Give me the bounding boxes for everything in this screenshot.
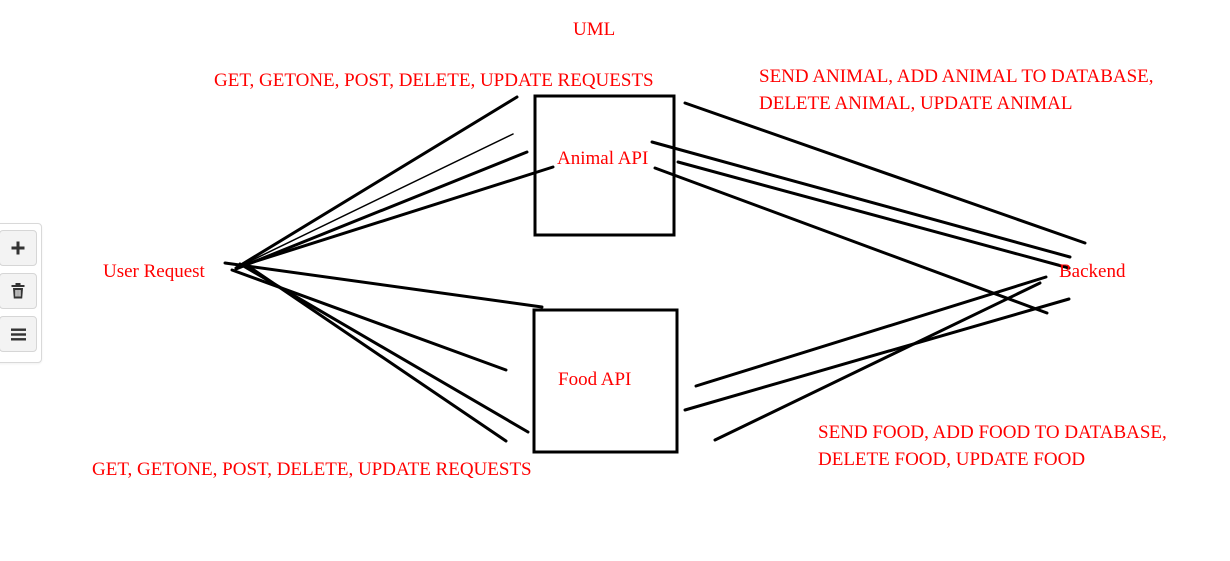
backend-label: Backend [1059, 261, 1126, 282]
connector-line[interactable] [243, 262, 508, 443]
user-request-label: User Request [103, 261, 205, 282]
food-ops-label-line1: SEND FOOD, ADD FOOD TO DATABASE, [818, 422, 1167, 443]
user-to-food-connectors [223, 261, 544, 443]
animal-ops-label-line2: DELETE ANIMAL, UPDATE ANIMAL [759, 93, 1073, 114]
connector-line[interactable] [234, 95, 519, 270]
connector-line[interactable] [234, 150, 529, 271]
connector-line[interactable] [694, 275, 1048, 388]
connector-line[interactable] [223, 261, 544, 309]
shape-toolbar [0, 223, 42, 363]
connector-line[interactable] [676, 160, 1071, 270]
connector-line[interactable] [242, 165, 555, 267]
connector-line[interactable] [650, 140, 1072, 259]
food-api-label: Food API [558, 369, 632, 390]
animal-to-backend-connectors [650, 101, 1087, 315]
diagram-title: UML [573, 19, 616, 40]
connector-line[interactable] [683, 101, 1087, 245]
menu-button[interactable] [0, 316, 37, 352]
plus-icon [11, 241, 25, 255]
bottom-requests-label: GET, GETONE, POST, DELETE, UPDATE REQUES… [92, 459, 532, 480]
food-ops-label-line2: DELETE FOOD, UPDATE FOOD [818, 449, 1086, 470]
animal-ops-label-line1: SEND ANIMAL, ADD ANIMAL TO DATABASE, [759, 66, 1154, 87]
food-api-box[interactable] [532, 308, 679, 454]
connector-line[interactable] [713, 281, 1042, 442]
animal-api-label: Animal API [557, 148, 649, 169]
menu-icon [10, 328, 26, 341]
delete-button[interactable] [0, 273, 37, 309]
animal-api-box[interactable] [533, 94, 676, 237]
trash-icon [11, 283, 25, 299]
food-to-backend-connectors [683, 275, 1071, 442]
connector-line[interactable] [683, 297, 1071, 412]
add-button[interactable] [0, 230, 37, 266]
top-requests-label: GET, GETONE, POST, DELETE, UPDATE REQUES… [214, 70, 654, 91]
connector-line[interactable] [239, 133, 514, 267]
connector-line[interactable] [653, 166, 1049, 315]
user-to-animal-connectors [234, 95, 555, 271]
